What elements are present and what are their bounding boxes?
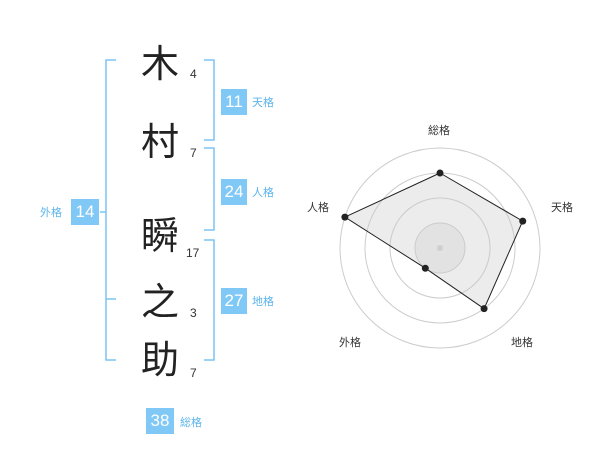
stroke-count-5: 7 — [190, 366, 197, 380]
jinkaku-value: 24 — [221, 179, 247, 205]
tenkaku-bracket — [204, 59, 215, 141]
radar-point-4 — [341, 213, 349, 221]
soukaku-label: 総格 — [180, 416, 202, 429]
radar-axis-label-jinkaku: 人格 — [307, 201, 329, 214]
radar-axis-label-soukaku: 総格 — [428, 124, 450, 137]
stroke-count-1: 4 — [190, 67, 197, 81]
jinkaku-bracket — [204, 147, 215, 231]
gaikaku-value: 14 — [71, 199, 99, 225]
radar-polygon — [343, 172, 524, 310]
radar-axis-label-tenkaku: 天格 — [551, 201, 573, 214]
gaikaku-label: 外格 — [40, 206, 62, 219]
soukaku-value: 38 — [146, 408, 174, 434]
jinkaku-label: 人格 — [252, 186, 274, 199]
radar-point-0 — [436, 169, 444, 177]
radar-point-1 — [519, 217, 527, 225]
chikaku-label: 地格 — [252, 295, 274, 308]
name-char-3: 瞬 — [140, 214, 179, 258]
tenkaku-value: 11 — [221, 89, 247, 115]
chikaku-value: 27 — [221, 288, 247, 314]
name-char-1: 木 — [140, 42, 179, 86]
outer-bracket — [105, 59, 116, 361]
radar-point-2 — [480, 305, 488, 313]
stroke-count-4: 3 — [190, 306, 197, 320]
radar-axis-label-chikaku: 地格 — [511, 336, 533, 349]
radar-center — [437, 245, 443, 251]
tenkaku-label: 天格 — [252, 96, 274, 109]
name-char-2: 村 — [140, 120, 179, 164]
stroke-count-2: 7 — [190, 146, 197, 160]
name-char-5: 助 — [140, 338, 179, 382]
stroke-count-3: 17 — [186, 246, 200, 260]
chikaku-bracket — [204, 239, 215, 361]
name-char-4: 之 — [140, 280, 179, 324]
radar-point-3 — [421, 264, 429, 272]
radar-axis-label-gaikaku: 外格 — [339, 336, 361, 349]
